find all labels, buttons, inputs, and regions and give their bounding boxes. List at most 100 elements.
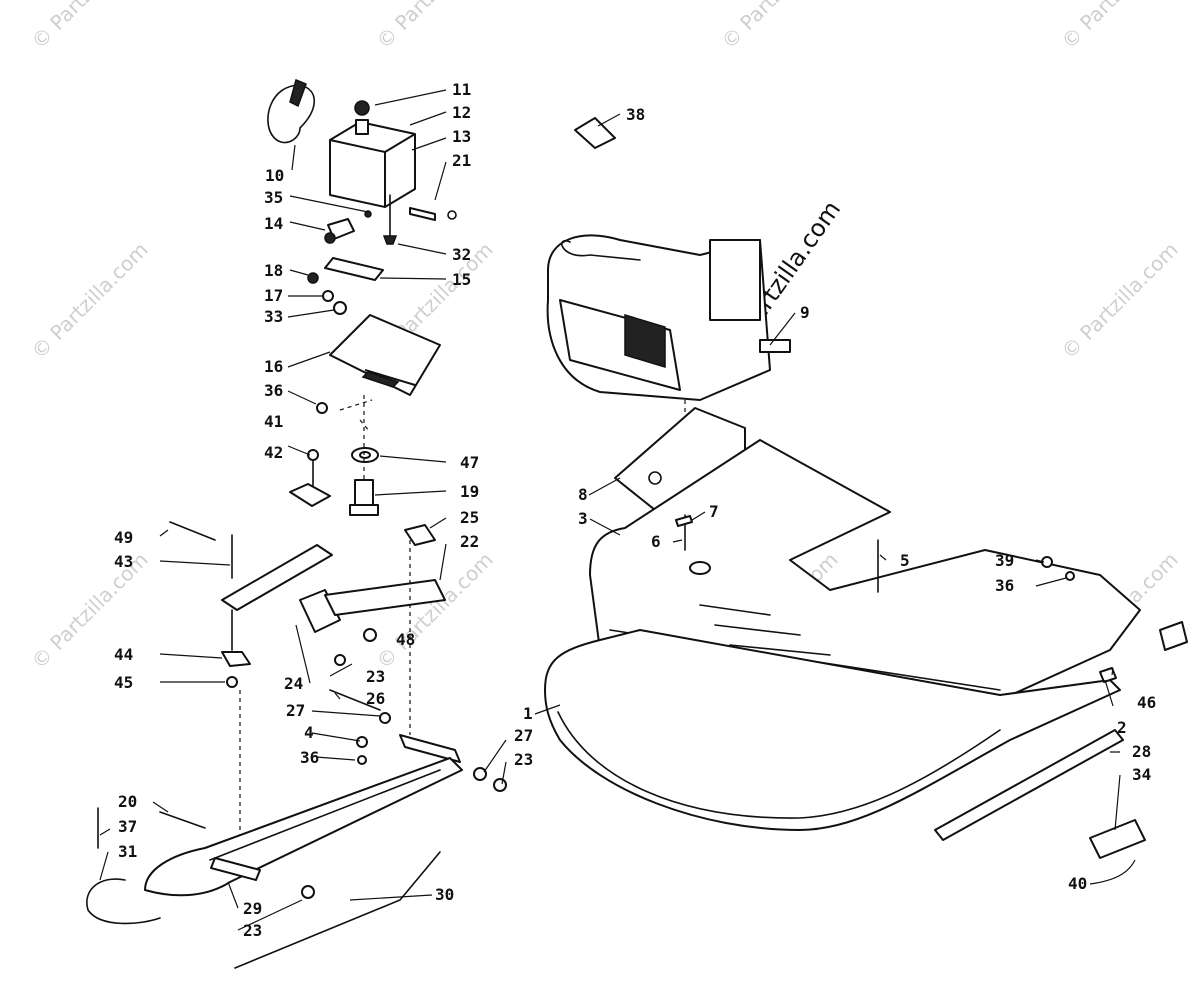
callout-15: 15: [452, 270, 471, 289]
plate-42: [289, 483, 331, 507]
washer-7: [675, 515, 693, 527]
bolt-20: [159, 811, 206, 829]
callout-19: 19: [460, 482, 479, 501]
chassis-group: [544, 117, 1188, 859]
strap-buckle: [289, 78, 307, 108]
console-group: [289, 257, 441, 516]
bracket-16-shadow: [361, 371, 400, 388]
ski-assembly: [86, 521, 507, 969]
hull-slot-1: [699, 604, 771, 616]
callout-8: 8: [578, 485, 588, 504]
clip-2: [1099, 667, 1117, 683]
nut-33: [333, 301, 347, 315]
runner-30: [234, 851, 441, 969]
watermark: © Partzilla.com: [27, 0, 153, 54]
leader-lines: [99, 89, 1136, 931]
callout-25: 25: [460, 508, 479, 527]
bolt-49: [169, 521, 216, 541]
callout-14: 14: [264, 214, 283, 233]
fitting: [364, 210, 372, 218]
pad-15: [324, 257, 384, 281]
callout-21: 21: [452, 151, 471, 170]
engine-shaft: [759, 339, 791, 353]
callout-18: 18: [264, 261, 283, 280]
callout-39: 39: [995, 551, 1014, 570]
callout-labels: 11 12 13 21 10 35 14 32 18 15 17 33 16 3…: [114, 80, 1156, 940]
callout-5: 5: [900, 551, 910, 570]
washer-17: [322, 290, 334, 302]
callout-37: 37: [118, 817, 137, 836]
bracket-44: [221, 651, 251, 667]
tank-cap: [354, 100, 370, 116]
callout-6: 6: [651, 532, 661, 551]
decal-38: [574, 117, 616, 149]
watermark: © Partzilla.com: [1057, 237, 1183, 363]
bumper-inner: [557, 711, 1001, 819]
fuel-filter: [382, 235, 398, 245]
leader-path: [99, 89, 1136, 931]
mount-hole: [648, 471, 662, 485]
callout-48: 48: [396, 630, 415, 649]
washer-27: [379, 712, 391, 724]
callout-3: 3: [578, 509, 588, 528]
callout-43: 43: [114, 552, 133, 571]
plate-34: [1089, 819, 1146, 859]
callout-13: 13: [452, 127, 471, 146]
callout-49: 49: [114, 528, 133, 547]
callout-27: 27: [286, 701, 305, 720]
callout-4: 4: [304, 723, 314, 742]
callout-44: 44: [114, 645, 133, 664]
hull-slot-3: [729, 644, 831, 656]
callout-41: 41: [264, 412, 283, 431]
nut-48: [363, 628, 377, 642]
callout-2: 2: [1117, 718, 1127, 737]
watermark: © Partzilla.com: [372, 547, 498, 673]
callout-23b: 23: [514, 750, 533, 769]
callout-45: 45: [114, 673, 133, 692]
washer-45: [226, 676, 238, 688]
ski-saddle-front: [210, 857, 261, 881]
washer-47-hole: [359, 451, 371, 459]
washer-36-b: [1065, 571, 1075, 581]
spindle-19: [349, 479, 379, 516]
callout-36: 36: [264, 381, 283, 400]
watermark: © Partzilla.com: [1057, 0, 1183, 54]
hose-clamp: [447, 210, 457, 220]
engine-housing: [709, 239, 761, 321]
callout-31: 31: [118, 842, 137, 861]
tie-rod-22: [324, 579, 446, 616]
bolt-26: [329, 689, 381, 711]
washer-27-b: [473, 767, 487, 781]
callout-28: 28: [1132, 742, 1151, 761]
callout-34: 34: [1132, 765, 1151, 784]
callout-16: 16: [264, 357, 283, 376]
callout-36c: 36: [995, 576, 1014, 595]
ski-29-rib: [209, 769, 441, 861]
callout-22: 22: [460, 532, 479, 551]
callout-36b: 36: [300, 748, 319, 767]
nut-23-a: [334, 654, 346, 666]
callout-29: 29: [243, 899, 262, 918]
watermark: © Partzilla.com: [27, 547, 153, 673]
callout-11: 11: [452, 80, 471, 99]
callout-10: 10: [265, 166, 284, 185]
callout-23c: 23: [243, 921, 262, 940]
bumper-46: [1159, 621, 1188, 651]
callout-32: 32: [452, 245, 471, 264]
nut-36-ski: [357, 755, 367, 765]
rail-28: [934, 729, 1124, 841]
callout-40: 40: [1068, 874, 1087, 893]
callout-12: 12: [452, 103, 471, 122]
fuel-tank-group: [267, 78, 457, 245]
fuel-tank: [329, 121, 416, 208]
spring-4: [356, 736, 368, 748]
tank-strap: [267, 84, 315, 144]
callout-7: 7: [709, 502, 719, 521]
callout-24: 24: [284, 674, 303, 693]
callout-20: 20: [118, 792, 137, 811]
callout-46: 46: [1137, 693, 1156, 712]
callout-33: 33: [264, 307, 283, 326]
callout-38: 38: [626, 105, 645, 124]
bolt-18: [307, 272, 319, 284]
